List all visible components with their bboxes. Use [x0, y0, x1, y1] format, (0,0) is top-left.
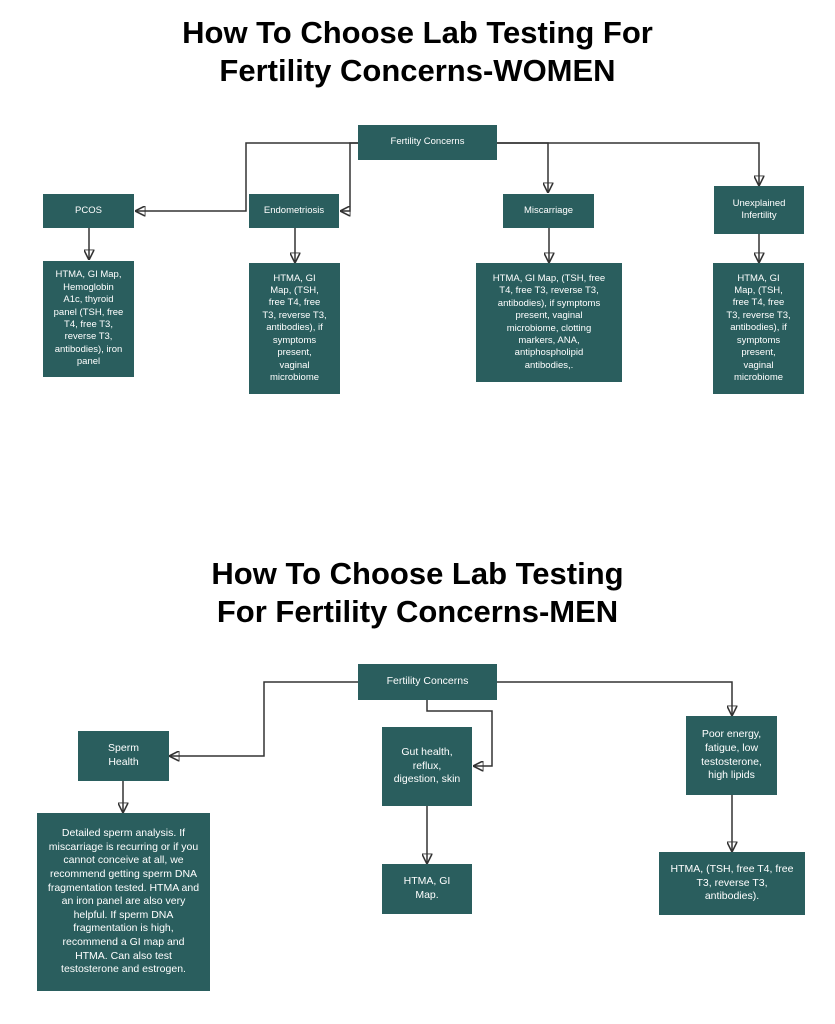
men-root-label: Fertility Concerns — [386, 675, 469, 688]
men-tests-gut: HTMA, GI Map. — [382, 864, 472, 914]
women-tests-endometriosis: HTMA, GI Map, (TSH, free T4, free T3, re… — [249, 263, 340, 394]
men-tests-sperm-text: Detailed sperm analysis. If miscarriage … — [47, 827, 200, 976]
women-category-unexplained-label: Unexplained Infertility — [732, 197, 786, 221]
women-tests-unexplained-text: HTMA, GI Map, (TSH, free T4, free T3, re… — [726, 272, 791, 383]
men-edge-root-energy — [497, 681, 732, 715]
men-tests-gut-text: HTMA, GI Map. — [403, 875, 451, 901]
women-category-endometriosis-label: Endometriosis — [263, 204, 325, 216]
men-tests-sperm: Detailed sperm analysis. If miscarriage … — [37, 813, 210, 991]
men-category-sperm-label: Sperm Health — [108, 742, 139, 768]
men-title-line1: How To Choose Lab Testing — [211, 556, 624, 591]
men-edge-root-sperm — [170, 681, 358, 756]
women-root-label: Fertility Concerns — [390, 136, 465, 148]
men-title-line2: For Fertility Concerns-MEN — [216, 594, 619, 629]
women-tests-pcos: HTMA, GI Map, Hemoglobin A1c, thyroid pa… — [43, 261, 134, 377]
women-tests-endometriosis-text: HTMA, GI Map, (TSH, free T4, free T3, re… — [262, 272, 327, 383]
women-tests-pcos-text: HTMA, GI Map, Hemoglobin A1c, thyroid pa… — [53, 269, 124, 368]
women-tests-unexplained: HTMA, GI Map, (TSH, free T4, free T3, re… — [713, 263, 804, 394]
women-edge-root-unexplained — [497, 142, 759, 185]
women-title-line1: How To Choose Lab Testing For — [182, 15, 653, 50]
women-tests-miscarriage: HTMA, GI Map, (TSH, free T4, free T3, re… — [476, 263, 622, 382]
women-category-endometriosis: Endometriosis — [249, 194, 339, 228]
men-category-gut-label: Gut health, reflux, digestion, skin — [393, 746, 461, 786]
men-root-node: Fertility Concerns — [358, 664, 497, 700]
women-category-pcos-label: PCOS — [75, 204, 102, 216]
women-title: How To Choose Lab Testing For Fertility … — [0, 14, 835, 90]
men-tests-energy: HTMA, (TSH, free T4, free T3, reverse T3… — [659, 852, 805, 915]
men-category-sperm: Sperm Health — [78, 731, 169, 781]
women-category-unexplained: Unexplained Infertility — [714, 186, 804, 234]
men-category-energy-label: Poor energy, fatigue, low testosterone, … — [701, 728, 762, 782]
women-edge-root-endometriosis — [341, 142, 358, 211]
women-category-miscarriage: Miscarriage — [503, 194, 594, 228]
women-title-line2: Fertility Concerns-WOMEN — [219, 53, 616, 88]
women-category-miscarriage-label: Miscarriage — [523, 204, 574, 216]
men-category-gut: Gut health, reflux, digestion, skin — [382, 727, 472, 806]
women-root-node: Fertility Concerns — [358, 125, 497, 160]
women-category-pcos: PCOS — [43, 194, 134, 228]
women-edge-root-miscarriage — [497, 142, 548, 192]
men-category-energy: Poor energy, fatigue, low testosterone, … — [686, 716, 777, 795]
women-tests-miscarriage-text: HTMA, GI Map, (TSH, free T4, free T3, re… — [492, 272, 606, 371]
men-tests-energy-text: HTMA, (TSH, free T4, free T3, reverse T3… — [670, 863, 794, 903]
men-title: How To Choose Lab Testing For Fertility … — [0, 555, 835, 631]
